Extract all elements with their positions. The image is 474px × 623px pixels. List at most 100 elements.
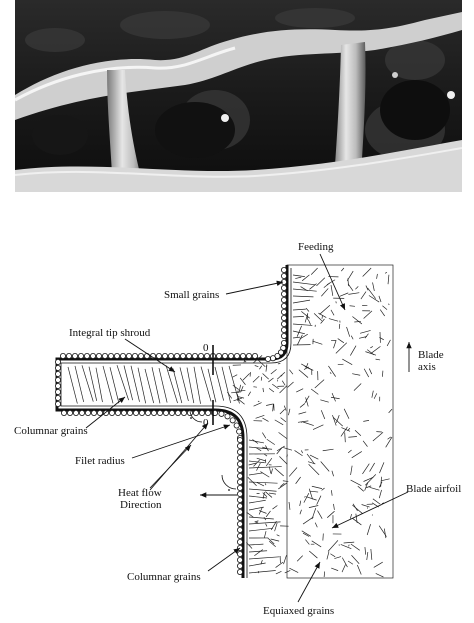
- grain-boundary: [347, 449, 352, 454]
- grain-boundary: [282, 480, 289, 482]
- grain-boundary: [323, 282, 331, 288]
- grain-boundary: [248, 466, 282, 469]
- grain-boundary: [292, 323, 313, 326]
- chill-bead: [233, 352, 240, 359]
- grain-boundary: [269, 540, 276, 548]
- grain-boundary: [270, 369, 277, 375]
- grain-boundary: [304, 395, 310, 403]
- chill-bead: [198, 409, 205, 416]
- chill-bead: [233, 422, 240, 429]
- grain-boundary: [260, 471, 270, 478]
- grain-boundary: [262, 446, 267, 449]
- grain-boundary: [265, 491, 273, 498]
- chill-bead: [221, 352, 228, 359]
- grain-boundary: [366, 551, 369, 561]
- chill-bead: [251, 352, 258, 359]
- grain-boundary: [375, 573, 384, 578]
- grain-boundary: [385, 436, 393, 448]
- grain-boundary: [289, 567, 299, 573]
- grain-boundary: [268, 466, 272, 474]
- chill-bead: [236, 496, 243, 503]
- grain-boundary: [339, 292, 349, 297]
- grain-boundary: [237, 398, 245, 405]
- chill-bead: [280, 296, 287, 303]
- grain-boundary: [280, 482, 285, 487]
- grain-boundary: [346, 326, 351, 337]
- grain-boundary: [260, 376, 263, 381]
- grain-boundary: [349, 305, 356, 307]
- grain-boundary: [130, 365, 140, 402]
- chill-bead: [61, 409, 68, 416]
- chill-bead: [245, 352, 252, 359]
- grain-boundary: [264, 531, 267, 538]
- grain-boundary: [347, 283, 354, 291]
- grain-boundary: [265, 457, 273, 467]
- grain-boundary: [242, 373, 250, 381]
- grain-boundary: [239, 377, 246, 385]
- chill-bead: [108, 352, 115, 359]
- grain-boundary: [309, 283, 317, 290]
- grain-boundary: [248, 499, 266, 504]
- chill-bead: [280, 308, 287, 315]
- grain-boundary: [375, 358, 381, 361]
- chill-bead: [174, 409, 181, 416]
- grain-boundary: [256, 481, 265, 487]
- grain-boundary: [237, 396, 245, 399]
- grain-boundary: [301, 274, 310, 282]
- equiaxed-grains-label: Equiaxed grains: [263, 605, 334, 617]
- chill-bead: [280, 332, 287, 339]
- grain-boundary: [256, 462, 261, 471]
- grain-boundary: [350, 479, 362, 487]
- grain-boundary: [74, 365, 84, 403]
- grain-boundary: [351, 554, 360, 565]
- grain-boundary: [337, 338, 345, 344]
- grain-boundary: [109, 367, 120, 404]
- grain-boundary: [288, 408, 291, 416]
- grain-boundary: [253, 402, 262, 407]
- grain-boundary: [317, 510, 323, 519]
- grain-boundary: [248, 556, 280, 560]
- grain-boundary: [221, 366, 231, 404]
- grain-boundary: [289, 369, 294, 375]
- small-grains-label: Small grains: [164, 289, 219, 301]
- grain-boundary: [297, 334, 303, 346]
- grain-boundary: [262, 417, 269, 422]
- chill-bead: [236, 527, 243, 534]
- chill-bead: [236, 569, 243, 576]
- chill-bead: [67, 409, 74, 416]
- grain-boundary: [272, 383, 279, 390]
- grain-boundary: [327, 510, 335, 518]
- grain-boundary: [294, 450, 303, 457]
- grain-boundary: [165, 365, 178, 404]
- grain-boundary: [363, 476, 374, 482]
- grain-boundary: [333, 340, 337, 349]
- chill-bead: [173, 352, 180, 359]
- grain-boundary: [378, 481, 383, 488]
- chill-bead: [97, 409, 104, 416]
- grain-boundary: [371, 514, 374, 516]
- chill-bead: [185, 352, 192, 359]
- grain-boundary: [373, 561, 383, 568]
- grain-boundary: [363, 310, 373, 319]
- grain-boundary: [378, 295, 382, 303]
- grain-boundary: [313, 313, 323, 321]
- grain-boundary: [144, 368, 155, 404]
- chill-bead: [55, 388, 62, 395]
- grain-boundary: [299, 500, 302, 506]
- grain-boundary: [321, 487, 325, 491]
- grain-boundary: [214, 366, 224, 401]
- chill-bead: [162, 409, 169, 416]
- grain-boundary: [274, 467, 284, 477]
- blade-airfoil-label: Blade airfoil: [406, 483, 461, 495]
- chill-bead: [102, 352, 109, 359]
- grain-boundary: [310, 267, 318, 275]
- grain-boundary: [355, 286, 359, 290]
- chill-bead: [280, 302, 287, 309]
- grain-boundary: [278, 432, 288, 440]
- chill-bead: [55, 364, 62, 371]
- grain-boundary: [306, 362, 309, 367]
- grain-boundary: [116, 365, 129, 401]
- grain-boundary: [304, 495, 306, 498]
- chill-bead: [236, 521, 243, 528]
- grain-boundary: [248, 439, 265, 444]
